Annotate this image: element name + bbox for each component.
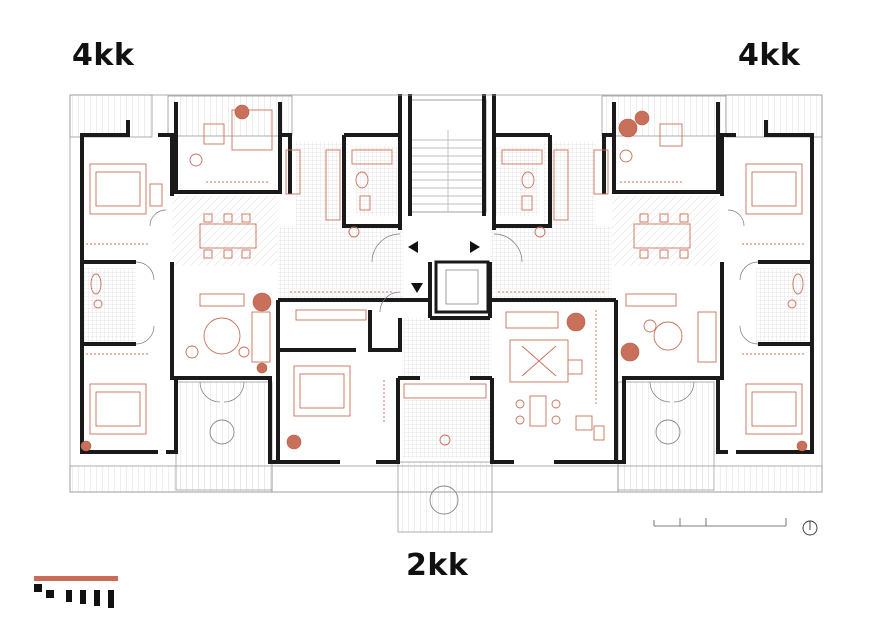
furniture — [86, 109, 806, 515]
apartment-label-left: 4kk — [72, 38, 135, 73]
walls — [80, 94, 814, 464]
stair-arrow-icon — [408, 241, 418, 253]
stair-arrow-icon — [411, 283, 423, 293]
scale-bar — [653, 518, 787, 527]
north-arrow-icon — [802, 520, 818, 536]
apartment-label-center: 2kk — [406, 548, 469, 583]
apartment-label-right: 4kk — [738, 38, 801, 73]
balconies — [69, 94, 823, 533]
logo-mark — [34, 576, 118, 608]
stair-core — [408, 99, 490, 314]
stair-arrow-icon — [470, 241, 480, 253]
door-swings — [135, 209, 759, 403]
plants — [80, 104, 808, 452]
tiled-floors — [84, 142, 808, 458]
